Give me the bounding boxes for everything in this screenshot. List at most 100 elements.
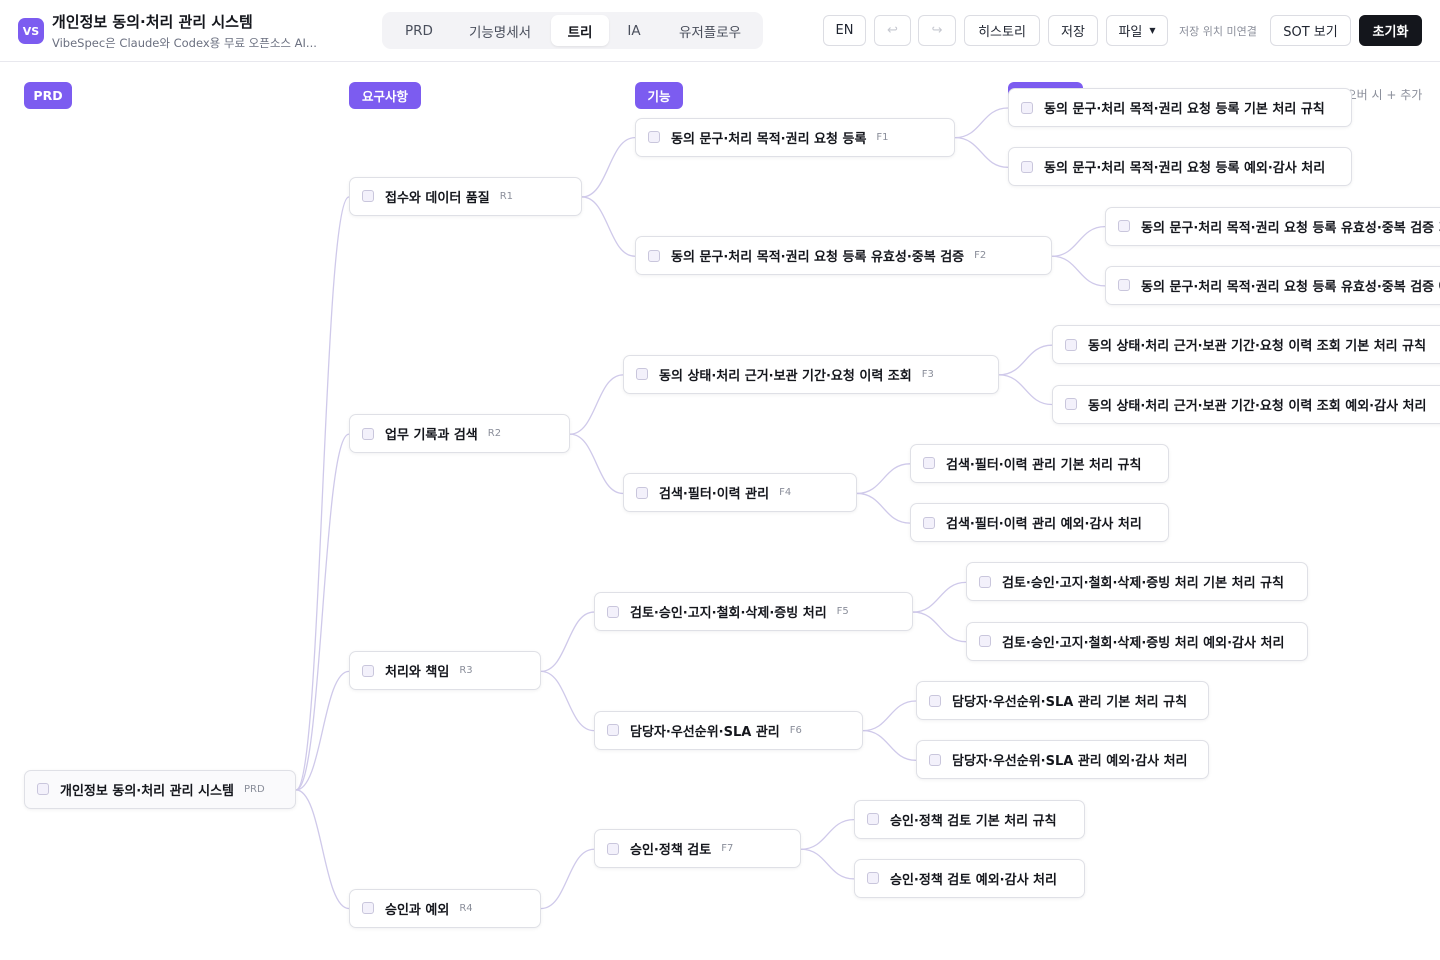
tree-node-detail[interactable]: 검토·승인·고지·철회·삭제·증빙 처리 예외·감사 처리	[966, 621, 1308, 661]
node-checkbox[interactable]	[607, 605, 619, 618]
node-label: 검색·필터·이력 관리 예외·감사 처리	[946, 517, 1142, 533]
node-checkbox[interactable]	[607, 842, 619, 855]
node-checkbox[interactable]	[867, 813, 879, 826]
node-label: 동의 문구·처리 목적·권리 요청 등록 예외·감사 처리	[1044, 161, 1326, 177]
sot-view-button[interactable]: SOT 보기	[1270, 15, 1351, 46]
tree-node-detail[interactable]: 검토·승인·고지·철회·삭제·증빙 처리 기본 처리 규칙	[966, 562, 1308, 602]
node-checkbox[interactable]	[979, 575, 991, 588]
tab-prd[interactable]: PRD	[405, 22, 433, 39]
node-label: 검토·승인·고지·철회·삭제·증빙 처리 예외·감사 처리	[1002, 635, 1285, 651]
node-code: F4	[779, 487, 792, 499]
node-label: 검토·승인·고지·철회·삭제·증빙 처리	[630, 606, 827, 622]
tab-feature-spec[interactable]: 기능명세서	[468, 24, 532, 41]
tab-tree[interactable]: 트리	[551, 15, 609, 46]
node-label: 승인·정책 검토 기본 처리 규칙	[890, 813, 1057, 829]
node-checkbox[interactable]	[648, 131, 660, 144]
save-location-status: 저장 위치 미연결	[1179, 25, 1257, 38]
tree-node-detail[interactable]: 담당자·우선순위·SLA 관리 기본 처리 규칙	[916, 681, 1209, 720]
app-logo: VS	[18, 18, 44, 44]
redo-button[interactable]: ↪	[918, 15, 956, 46]
node-code: R3	[459, 665, 473, 677]
tree-connector	[569, 433, 624, 495]
tab-ia[interactable]: IA	[627, 22, 641, 39]
node-code: F5	[836, 606, 849, 618]
tree-node-detail[interactable]: 승인·정책 검토 예외·감사 처리	[854, 858, 1085, 898]
node-checkbox[interactable]	[929, 753, 941, 766]
file-menu-button[interactable]: 파일▼	[1106, 15, 1168, 46]
tree-connector	[800, 818, 855, 850]
node-label: 검토·승인·고지·철회·삭제·증빙 처리 기본 처리 규칙	[1002, 576, 1284, 592]
node-checkbox[interactable]	[362, 190, 374, 203]
tree-node-detail[interactable]: 검색·필터·이력 관리 예외·감사 처리	[910, 503, 1169, 543]
tree-connector	[856, 492, 911, 524]
node-label: 동의 문구·처리 목적·권리 요청 등록 유효성·중복 검증 예외·감사 처리	[1141, 279, 1440, 295]
tree-node-feature-f5[interactable]: 검토·승인·고지·철회·삭제·증빙 처리 F5	[594, 592, 913, 632]
language-button[interactable]: EN	[823, 15, 866, 46]
node-code: F6	[789, 724, 802, 736]
node-checkbox[interactable]	[362, 902, 374, 915]
node-checkbox[interactable]	[867, 872, 879, 885]
node-checkbox[interactable]	[37, 783, 49, 796]
node-checkbox[interactable]	[929, 694, 941, 707]
tree-connector	[1051, 225, 1106, 257]
node-label: 담당자·우선순위·SLA 관리	[630, 724, 780, 740]
node-checkbox[interactable]	[1065, 398, 1077, 410]
node-checkbox[interactable]	[1065, 338, 1077, 351]
node-checkbox[interactable]	[1118, 279, 1130, 292]
save-button[interactable]: 저장	[1048, 15, 1098, 46]
reset-button[interactable]: 초기화	[1359, 15, 1422, 46]
tree-node-feature-f6[interactable]: 담당자·우선순위·SLA 관리 F6	[594, 710, 863, 750]
tree-node-detail[interactable]: 동의 문구·처리 목적·권리 요청 등록 유효성·중복 검증 기본 처리 규칙	[1105, 206, 1440, 246]
node-checkbox[interactable]	[1118, 220, 1130, 233]
node-checkbox[interactable]	[607, 724, 619, 737]
node-checkbox[interactable]	[1021, 101, 1033, 114]
node-checkbox[interactable]	[636, 368, 648, 381]
node-checkbox[interactable]	[362, 427, 374, 440]
tree-node-detail[interactable]: 동의 문구·처리 목적·권리 요청 등록 기본 처리 규칙	[1008, 88, 1352, 127]
tree-node-detail[interactable]: 동의 문구·처리 목적·권리 요청 등록 유효성·중복 검증 예외·감사 처리	[1105, 265, 1440, 305]
node-label: 동의 문구·처리 목적·권리 요청 등록 기본 처리 규칙	[1044, 102, 1325, 117]
column-label-prd: PRD	[24, 82, 72, 109]
tree-node-detail[interactable]: 동의 상태·처리 근거·보관 기간·요청 이력 조회 예외·감사 처리	[1052, 384, 1440, 424]
tree-connectors	[295, 107, 1106, 910]
tree-connector	[912, 611, 967, 643]
tree-node-detail[interactable]: 동의 문구·처리 목적·권리 요청 등록 예외·감사 처리	[1008, 147, 1352, 187]
node-checkbox[interactable]	[923, 516, 935, 529]
node-checkbox[interactable]	[979, 635, 991, 648]
tree-node-detail[interactable]: 검색·필터·이력 관리 기본 처리 규칙	[910, 443, 1169, 483]
tree-connector	[540, 611, 595, 672]
node-code: R1	[499, 190, 514, 202]
tree-connector	[954, 107, 1009, 139]
tree-connector	[581, 137, 636, 198]
node-checkbox[interactable]	[636, 486, 648, 499]
tree-connector	[295, 433, 350, 791]
node-checkbox[interactable]	[362, 664, 374, 677]
node-code: F3	[921, 368, 934, 380]
tree-canvas[interactable]: PRD 요구사항 기능 상세 기능 노드를 클릭하면 기능명세서로 이동 · 마…	[0, 63, 1440, 960]
node-checkbox[interactable]	[923, 457, 935, 470]
history-button[interactable]: 히스토리	[964, 15, 1040, 46]
undo-button[interactable]: ↩	[874, 15, 911, 46]
tree-connector	[540, 670, 595, 732]
node-checkbox[interactable]	[1021, 160, 1033, 173]
tab-user-flow[interactable]: 유저플로우	[678, 24, 742, 41]
app-subtitle: VibeSpec은 Claude와 Codex용 무료 오픈소스 AI...	[52, 36, 317, 50]
app-header: VS 개인정보 동의·처리 관리 시스템 VibeSpec은 Claude와 C…	[0, 0, 1440, 62]
node-code: R4	[459, 902, 473, 914]
tree-node-detail[interactable]: 동의 상태·처리 근거·보관 기간·요청 이력 조회 기본 처리 규칙	[1052, 325, 1440, 365]
tree-node-detail[interactable]: 담당자·우선순위·SLA 관리 예외·감사 처리	[916, 740, 1209, 780]
node-label: 승인·정책 검토	[630, 843, 712, 859]
node-label: 동의 문구·처리 목적·권리 요청 등록 유효성·중복 검증 기본 처리 규칙	[1141, 220, 1440, 236]
tree-node-detail[interactable]: 승인·정책 검토 기본 처리 규칙	[854, 799, 1085, 839]
node-checkbox[interactable]	[648, 249, 660, 262]
